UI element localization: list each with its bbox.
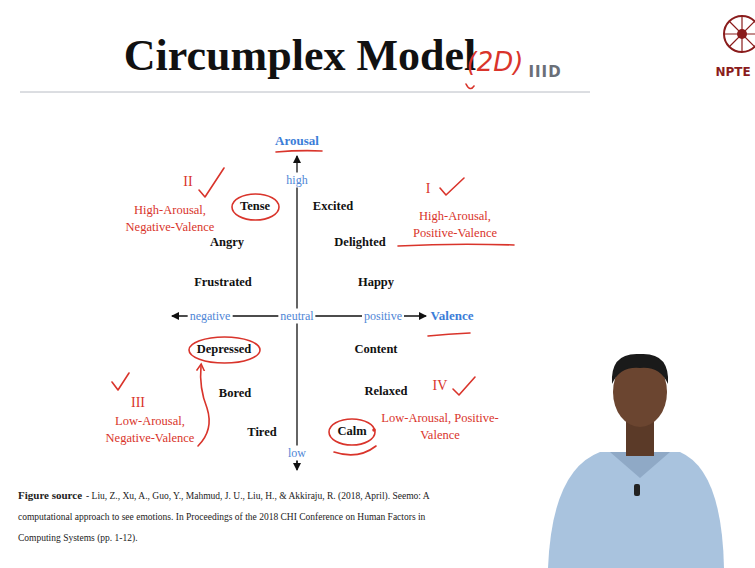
quadrant-number: IV [433, 377, 448, 395]
quadrant-number: II [183, 173, 192, 191]
axis-title: Valence [431, 308, 474, 324]
quadrant-label: High-Arousal, Negative-Valence [111, 202, 229, 236]
pen-tick [466, 84, 474, 89]
emotion-word: Bored [219, 386, 251, 402]
axis-tick: low [286, 446, 308, 461]
quadrant-number: III [131, 394, 145, 412]
pen-annotations [112, 84, 514, 455]
pen-arrow [198, 366, 209, 446]
circled-word: Depressed [188, 336, 261, 364]
pen-check [112, 373, 129, 390]
pen-circle-stroke [232, 194, 279, 220]
presenter-hair [612, 354, 668, 384]
pen-circle-stroke [189, 337, 260, 363]
pen-circle-stroke [329, 419, 375, 445]
emotion-word: Delighted [334, 235, 385, 251]
axis-tick: negative [188, 309, 233, 324]
quadrant-label: Low-Arousal, Positive-Valence [381, 410, 499, 444]
emotion-word: Tired [247, 425, 276, 441]
title-rule [20, 92, 590, 93]
emotion-word: Happy [358, 275, 394, 291]
logo-wheel [724, 16, 755, 52]
figure-source: Figure source - Liu, Z., Xu, A., Guo, Y.… [18, 484, 448, 546]
emotion-word: Tense [240, 199, 270, 215]
circled-word: Tense [231, 193, 280, 221]
quadrant-label: High-Arousal, Positive-Valence [396, 208, 514, 242]
quadrant-number: I [426, 180, 431, 198]
pen-check [453, 377, 475, 395]
logo-text: NPTE [715, 65, 750, 80]
pen-check [199, 168, 224, 197]
emotion-word: Content [354, 342, 397, 358]
emotion-word: Depressed [197, 342, 252, 358]
logo-spokes [724, 16, 755, 52]
presenter-shirt [548, 452, 724, 568]
axis-tick: positive [362, 309, 404, 324]
axis-tick: neutral [278, 309, 315, 324]
nptel-logo [724, 16, 755, 52]
emotion-word: Frustrated [194, 275, 252, 291]
quadrant-label: Low-Arousal, Negative-Valence [91, 413, 209, 447]
emotion-word: Angry [210, 235, 244, 251]
emotion-word: Calm [337, 424, 366, 440]
slide-title: Circumplex Model [124, 28, 476, 83]
logo-text: IIID [528, 63, 561, 82]
pen-underline [276, 151, 322, 152]
axis-tick: high [284, 173, 309, 188]
emotion-word: Relaxed [364, 384, 407, 400]
presenter-mic [634, 484, 640, 496]
pen-underline [428, 333, 470, 336]
axis-title: Arousal [275, 133, 319, 149]
source-heading: Figure source [18, 489, 82, 501]
presenter [548, 354, 724, 568]
circled-word: Calm [328, 418, 376, 446]
pen-note: (2D) [467, 46, 524, 79]
pen-check [440, 178, 464, 195]
pen-stroke [334, 446, 376, 455]
pen-underline [398, 244, 514, 246]
emotion-word: Excited [313, 199, 353, 215]
